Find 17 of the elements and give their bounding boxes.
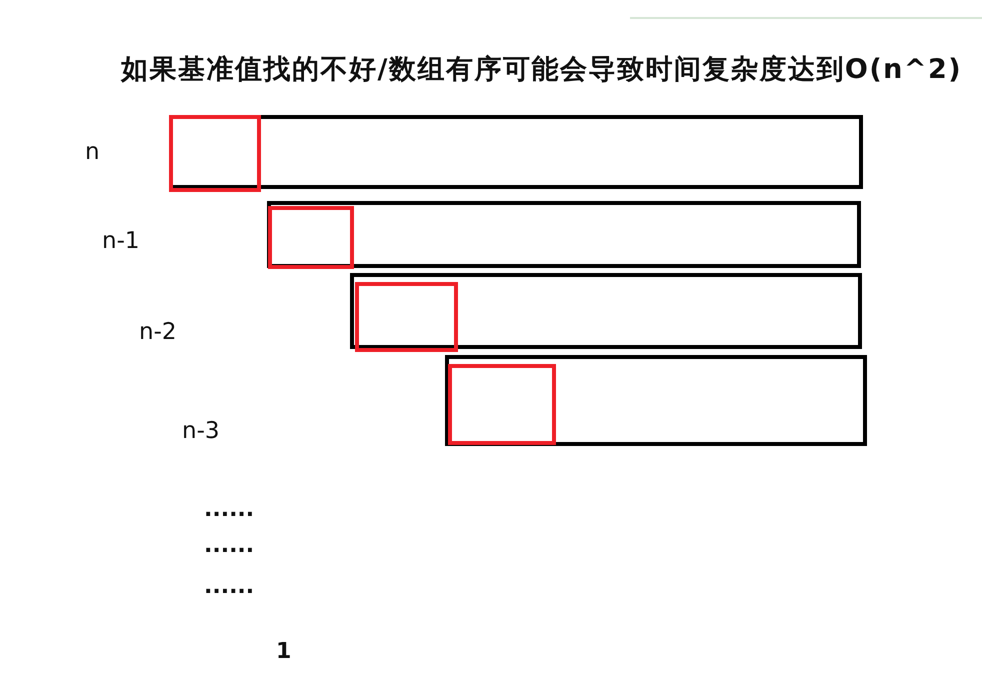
array-bar bbox=[169, 115, 863, 189]
row-label: n-2 bbox=[139, 320, 177, 346]
row-label: n-1 bbox=[102, 229, 140, 254]
array-bar bbox=[445, 355, 867, 446]
pivot-box bbox=[448, 364, 556, 445]
title: 如果基准值找的不好/数组有序可能会导致时间复杂度达到O(n^2) bbox=[121, 55, 962, 85]
row-label: n-3 bbox=[182, 419, 220, 444]
ellipsis-text: ...... bbox=[204, 575, 254, 600]
pivot-box bbox=[355, 282, 458, 352]
array-bar bbox=[350, 273, 862, 349]
row-label: n bbox=[85, 140, 100, 166]
pivot-box bbox=[169, 115, 261, 192]
array-bar bbox=[267, 201, 861, 268]
ellipsis-text: ...... bbox=[204, 534, 254, 558]
pivot-box bbox=[268, 206, 354, 269]
count-label: 1 bbox=[276, 640, 292, 664]
ellipsis-text: ...... bbox=[204, 498, 254, 522]
